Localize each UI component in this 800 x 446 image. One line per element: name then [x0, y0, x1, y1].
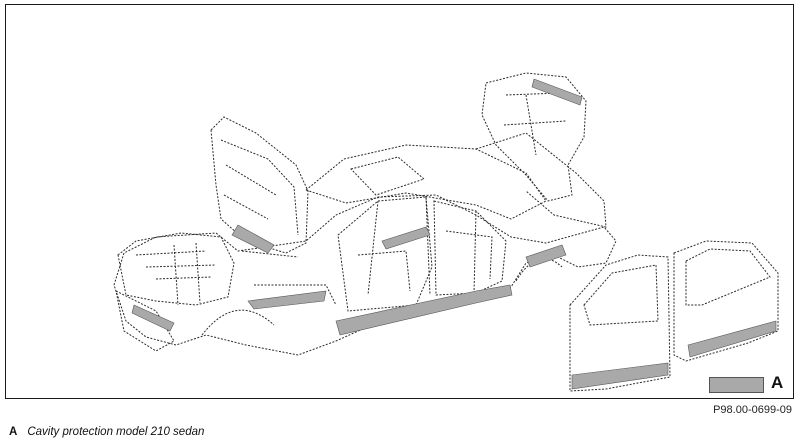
front-crossmember — [115, 290, 175, 352]
protected-area-trunk-lid — [531, 78, 583, 106]
interior-details — [241, 230, 493, 306]
legend-key-letter: A — [771, 373, 784, 392]
trunk-lid-outline — [481, 72, 587, 202]
diagram-frame: A — [5, 4, 794, 399]
protected-area-rear-door-sill — [687, 320, 777, 358]
trunk-area — [475, 132, 607, 228]
rear-door-detached — [673, 240, 779, 362]
hood-inner — [220, 139, 299, 236]
cavity-protection-areas — [131, 78, 777, 390]
pillar-lines — [367, 196, 477, 296]
protected-area-hood-edge — [231, 224, 275, 254]
hood-outline — [210, 116, 309, 254]
rear-door-window — [685, 248, 771, 306]
engine-bay-details — [135, 242, 217, 306]
protected-area-front-rail — [247, 290, 327, 310]
trunk-lid-inner — [503, 92, 567, 156]
protected-area-front-end — [131, 304, 175, 332]
rear-door-opening — [433, 200, 507, 296]
car-body-illustration — [113, 72, 779, 392]
roof-outline — [304, 144, 547, 220]
protected-area-sill — [335, 284, 513, 336]
sunroof-outline — [350, 156, 426, 196]
front-wheel-arch — [201, 309, 275, 336]
front-door-window — [583, 264, 659, 326]
engine-bay-outline — [117, 232, 235, 306]
caption-key: A — [9, 426, 18, 438]
figure-caption: A Cavity protection model 210 sedan — [9, 426, 204, 438]
body-shell-outline — [113, 194, 617, 356]
front-door-detached — [569, 254, 671, 392]
protected-area-roof-rail — [381, 226, 431, 250]
reference-code: P98.00-0699-09 — [713, 404, 792, 416]
front-door-opening — [337, 196, 433, 312]
protected-area-rear-wheelhouse — [525, 244, 567, 268]
caption-text: Cavity protection model 210 sedan — [27, 426, 205, 438]
legend-swatch — [709, 377, 764, 393]
protected-area-front-door-sill — [571, 362, 669, 390]
